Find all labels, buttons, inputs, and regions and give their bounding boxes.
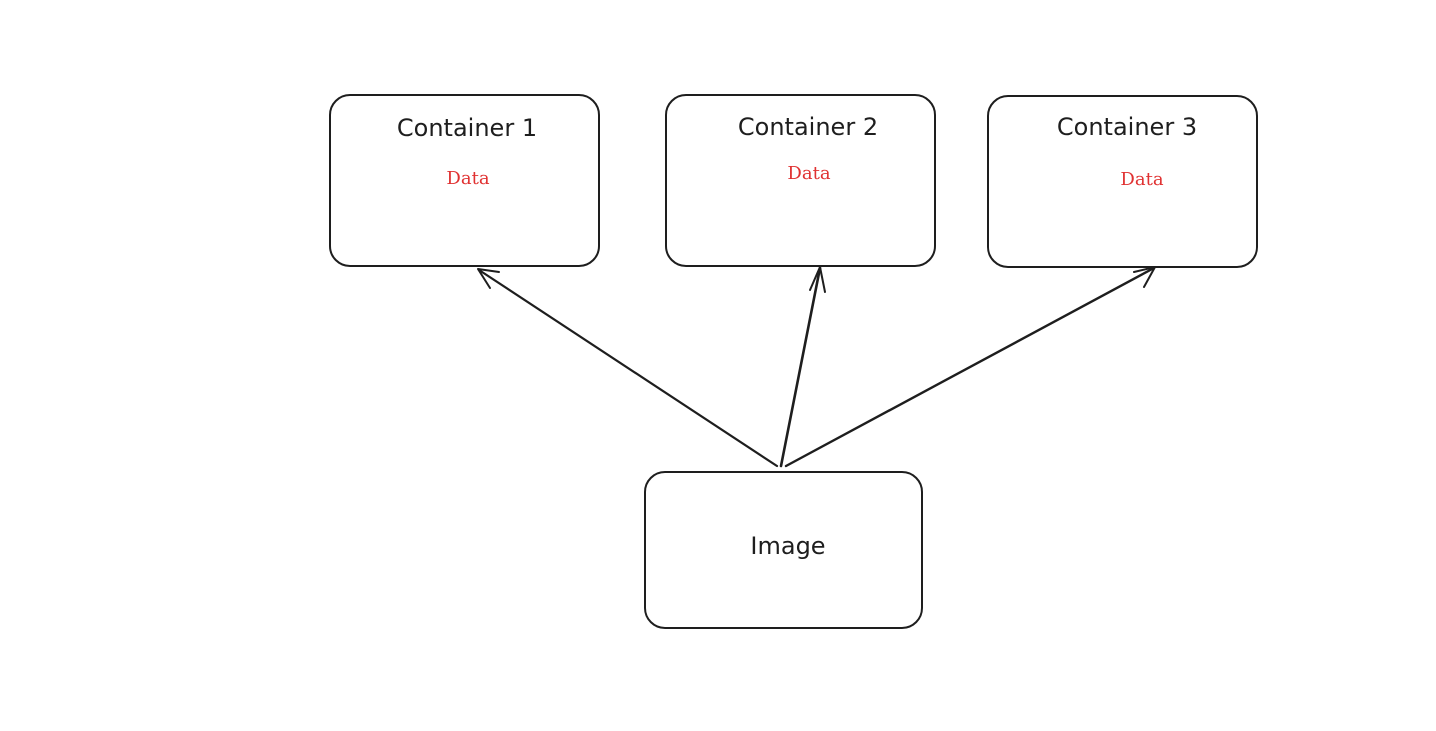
container-2-box[interactable]: Container 2 Data	[665, 94, 936, 267]
container-1-data-label: Data	[446, 168, 489, 189]
container-3-title: Container 3	[1057, 113, 1197, 141]
container-1-title: Container 1	[397, 114, 537, 142]
container-3-box[interactable]: Container 3 Data	[987, 95, 1258, 268]
container-2-title: Container 2	[738, 113, 878, 141]
arrow-image-to-container-3	[784, 266, 1156, 468]
arrow-image-to-container-1	[477, 268, 779, 468]
image-title: Image	[750, 532, 825, 560]
container-3-data-label: Data	[1120, 169, 1163, 190]
container-2-data-label: Data	[787, 163, 830, 184]
container-1-box[interactable]: Container 1 Data	[329, 94, 600, 267]
image-box[interactable]: Image	[644, 471, 923, 629]
arrows	[477, 266, 1156, 468]
arrow-image-to-container-2	[779, 266, 826, 468]
